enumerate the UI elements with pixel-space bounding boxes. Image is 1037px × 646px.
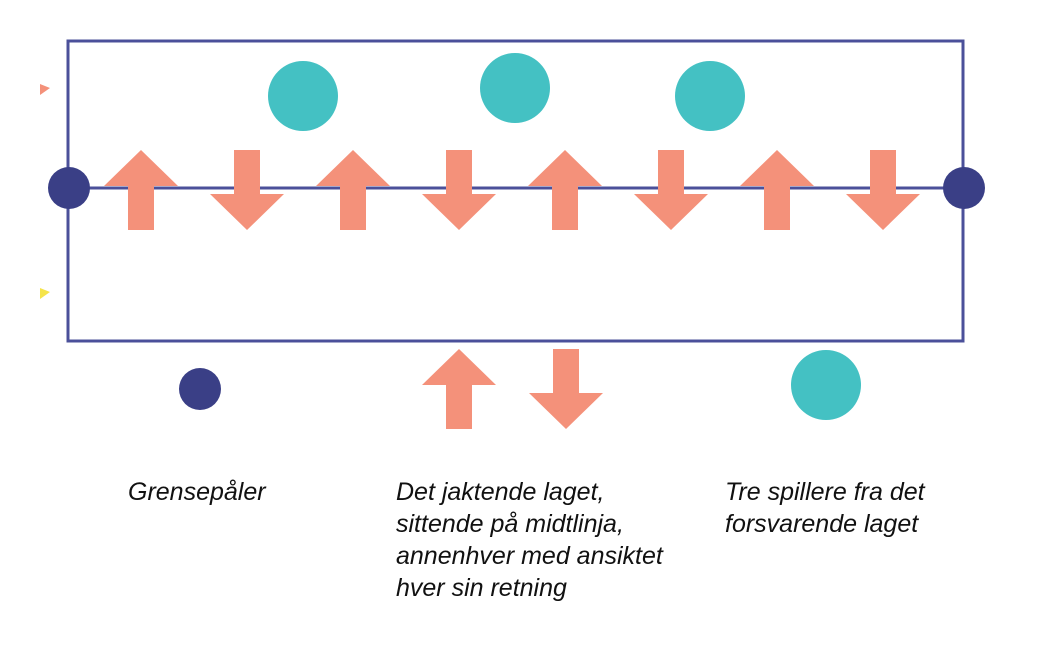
caption-line: sittende på midtlinja, (396, 510, 624, 538)
boundary-post-left (48, 167, 90, 209)
chaser-arrow-up (528, 150, 602, 230)
chasing-team-on-midline (104, 150, 920, 230)
chaser-arrow-down (634, 150, 708, 230)
defender-2 (480, 53, 550, 123)
legend-defender-icon (791, 350, 861, 420)
chaser-arrow-down (846, 150, 920, 230)
defender-3 (675, 61, 745, 131)
legend-arrow-up (422, 349, 496, 429)
caption-line: Det jaktende laget, (396, 478, 605, 506)
chaser-arrow-down (210, 150, 284, 230)
chaser-arrow-up (104, 150, 178, 230)
chaser-arrow-up (316, 150, 390, 230)
legend-boundary-posts-label: Grensepåler (128, 476, 266, 508)
edge-mark-yellow (40, 288, 50, 299)
caption-line: annenhver med ansiktet (396, 542, 663, 570)
edge-mark-orange (40, 84, 50, 95)
legend-arrow-down (529, 349, 603, 429)
legend-chasing-team-label: Det jaktende laget, sittende på midtlinj… (396, 476, 663, 604)
caption-line: Tre spillere fra det (725, 478, 925, 506)
caption-line: hver sin retning (396, 574, 567, 602)
boundary-post-right (943, 167, 985, 209)
legend-chaser-arrows-icon (422, 349, 603, 429)
legend-defending-team-label: Tre spillere fra det forsvarende laget (725, 476, 925, 540)
chaser-arrow-up (740, 150, 814, 230)
chaser-arrow-down (422, 150, 496, 230)
caption-line: forsvarende laget (725, 510, 919, 538)
legend-boundary-post-icon (179, 368, 221, 410)
caption-line: Grensepåler (128, 478, 266, 506)
defender-1 (268, 61, 338, 131)
